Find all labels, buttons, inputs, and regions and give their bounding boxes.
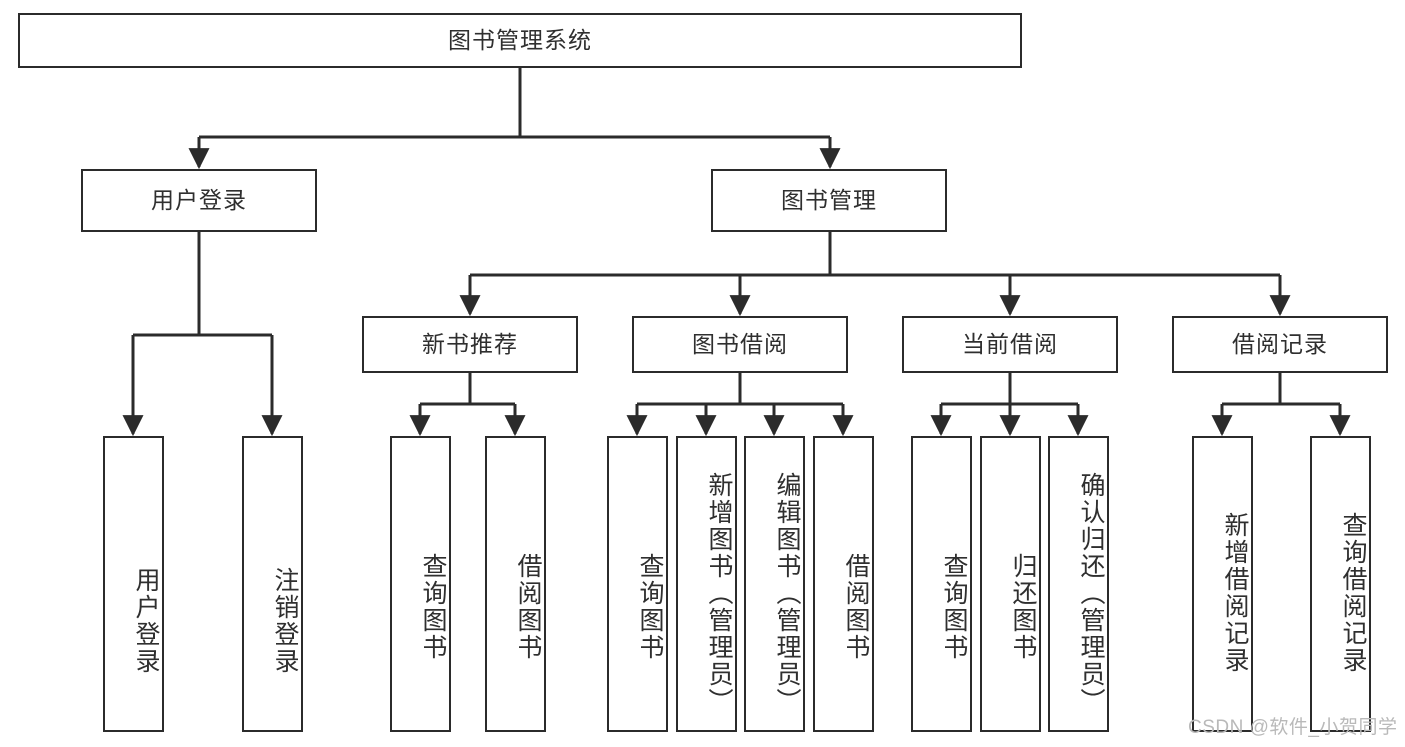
leaf-confirm-return-label: 确认归还（管理员） xyxy=(1077,471,1105,715)
leaf-borrow-book-1[interactable]: 借阅图书 xyxy=(485,436,546,732)
leaf-user-login[interactable]: 用户登录 xyxy=(103,436,164,732)
node-new-book-recommend[interactable]: 新书推荐 xyxy=(362,316,578,373)
leaf-borrow-book-2[interactable]: 借阅图书 xyxy=(813,436,874,732)
leaf-edit-book-label: 编辑图书（管理员） xyxy=(773,471,801,715)
node-new-book-recommend-label: 新书推荐 xyxy=(422,330,518,357)
node-current-borrow[interactable]: 当前借阅 xyxy=(902,316,1118,373)
leaf-edit-book[interactable]: 编辑图书（管理员） xyxy=(744,436,805,732)
leaf-borrow-book-1-label: 借阅图书 xyxy=(514,553,542,661)
leaf-add-record-label: 新增借阅记录 xyxy=(1221,512,1249,674)
leaf-query-book-3[interactable]: 查询图书 xyxy=(911,436,972,732)
node-book-borrow[interactable]: 图书借阅 xyxy=(632,316,848,373)
leaf-query-record[interactable]: 查询借阅记录 xyxy=(1310,436,1371,732)
csdn-watermark: CSDN @软件_小贺同学 xyxy=(1188,717,1398,738)
node-book-manage[interactable]: 图书管理 xyxy=(711,169,947,232)
node-current-borrow-label: 当前借阅 xyxy=(962,330,1058,357)
leaf-query-book-2-label: 查询图书 xyxy=(636,553,664,661)
leaf-query-book-1[interactable]: 查询图书 xyxy=(390,436,451,732)
node-root[interactable]: 图书管理系统 xyxy=(18,13,1022,68)
leaf-query-record-label: 查询借阅记录 xyxy=(1339,512,1367,674)
leaf-logout-label: 注销登录 xyxy=(271,567,299,675)
leaf-add-record[interactable]: 新增借阅记录 xyxy=(1192,436,1253,732)
leaf-confirm-return[interactable]: 确认归还（管理员） xyxy=(1048,436,1109,732)
leaf-user-login-label: 用户登录 xyxy=(132,567,160,675)
node-user-login[interactable]: 用户登录 xyxy=(81,169,317,232)
leaf-logout[interactable]: 注销登录 xyxy=(242,436,303,732)
node-borrow-record-label: 借阅记录 xyxy=(1232,330,1328,357)
leaf-add-book[interactable]: 新增图书（管理员） xyxy=(676,436,737,732)
leaf-query-book-1-label: 查询图书 xyxy=(419,553,447,661)
node-borrow-record[interactable]: 借阅记录 xyxy=(1172,316,1388,373)
node-book-borrow-label: 图书借阅 xyxy=(692,330,788,357)
node-root-label: 图书管理系统 xyxy=(448,26,592,53)
leaf-query-book-2[interactable]: 查询图书 xyxy=(607,436,668,732)
leaf-borrow-book-2-label: 借阅图书 xyxy=(842,553,870,661)
leaf-return-book[interactable]: 归还图书 xyxy=(980,436,1041,732)
leaf-add-book-label: 新增图书（管理员） xyxy=(705,471,733,715)
leaf-query-book-3-label: 查询图书 xyxy=(940,553,968,661)
leaf-return-book-label: 归还图书 xyxy=(1009,553,1037,661)
node-book-manage-label: 图书管理 xyxy=(781,186,877,213)
node-user-login-label: 用户登录 xyxy=(151,186,247,213)
